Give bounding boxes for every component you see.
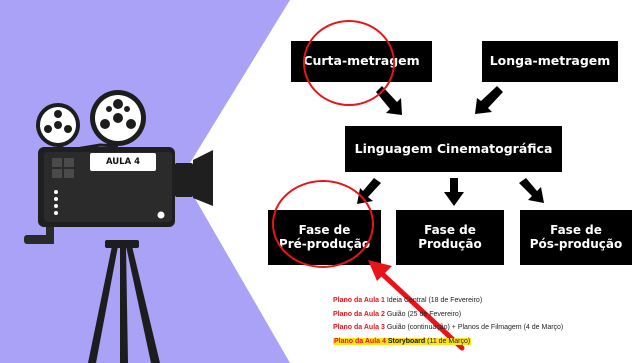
lesson-1-text: Ideia Central (18 de Fevereiro) (384, 297, 483, 304)
node-longa-metragem: Longa-metragem (482, 41, 618, 82)
viewfinder-icon (52, 158, 74, 178)
camera-label: AULA 4 (105, 157, 141, 167)
lesson-item-1: Plano da Aula 1 Ideia Central (18 de Fev… (333, 294, 563, 308)
node-producao-label-line2: Produção (418, 236, 482, 251)
node-producao-label-line1: Fase de (424, 222, 476, 237)
camera-lens (175, 163, 193, 197)
node-pos-producao-label-line1: Fase de (550, 222, 602, 237)
lesson-2-title: Plano da Aula 2 (333, 310, 385, 318)
node-pos-producao-label-line2: Pós-produção (529, 236, 623, 251)
node-linguagem-cinematografica: Linguagem Cinematográfica (345, 126, 562, 172)
node-producao: Fase de Produção (396, 210, 504, 265)
lesson-2-text: Guião (25 de Fevereiro) (384, 310, 462, 318)
film-reel-right-icon (90, 90, 146, 146)
node-pre-producao-label-line1: Fase de (298, 222, 351, 237)
lesson-item-4-current: Plano da Aula 4 Storyboard (11 de Março) (333, 335, 563, 349)
lesson-3-text: Guião (continuação) + Planos de Filmagem… (384, 324, 564, 332)
camera-handle (24, 235, 50, 244)
node-longa-metragem-label: Longa-metragem (489, 53, 611, 69)
node-curta-metragem: Curta-metragem (291, 41, 432, 82)
lesson-item-3: Plano da Aula 3 Guião (continuação) + Pl… (333, 321, 563, 335)
lesson-1-title: Plano da Aula 1 (333, 297, 385, 304)
node-curta-metragem-label: Curta-metragem (303, 53, 420, 69)
tripod (88, 240, 160, 363)
lesson-item-2: Plano da Aula 2 Guião (25 de Fevereiro) (333, 308, 563, 322)
node-pre-producao: Fase de Pré-produção (268, 210, 381, 265)
lesson-4-topic: Storyboard (385, 337, 426, 345)
lesson-4-title: Plano da Aula 4 (334, 337, 386, 345)
lesson-4-highlight: Plano da Aula 4 Storyboard (11 de Março) (333, 337, 472, 345)
node-pre-producao-label-line2: Pré-produção (278, 236, 371, 251)
record-indicator (157, 211, 165, 219)
lesson-4-text: (11 de Março) (425, 337, 471, 345)
node-linguagem-label: Linguagem Cinematográfica (354, 140, 553, 156)
indicator-dots (54, 190, 58, 215)
film-reel-left-icon (36, 103, 80, 147)
node-pos-producao: Fase de Pós-produção (520, 210, 632, 265)
lesson-3-title: Plano da Aula 3 (333, 324, 385, 332)
lesson-plan-list: Plano da Aula 1 Ideia Central (18 de Fev… (333, 294, 563, 348)
